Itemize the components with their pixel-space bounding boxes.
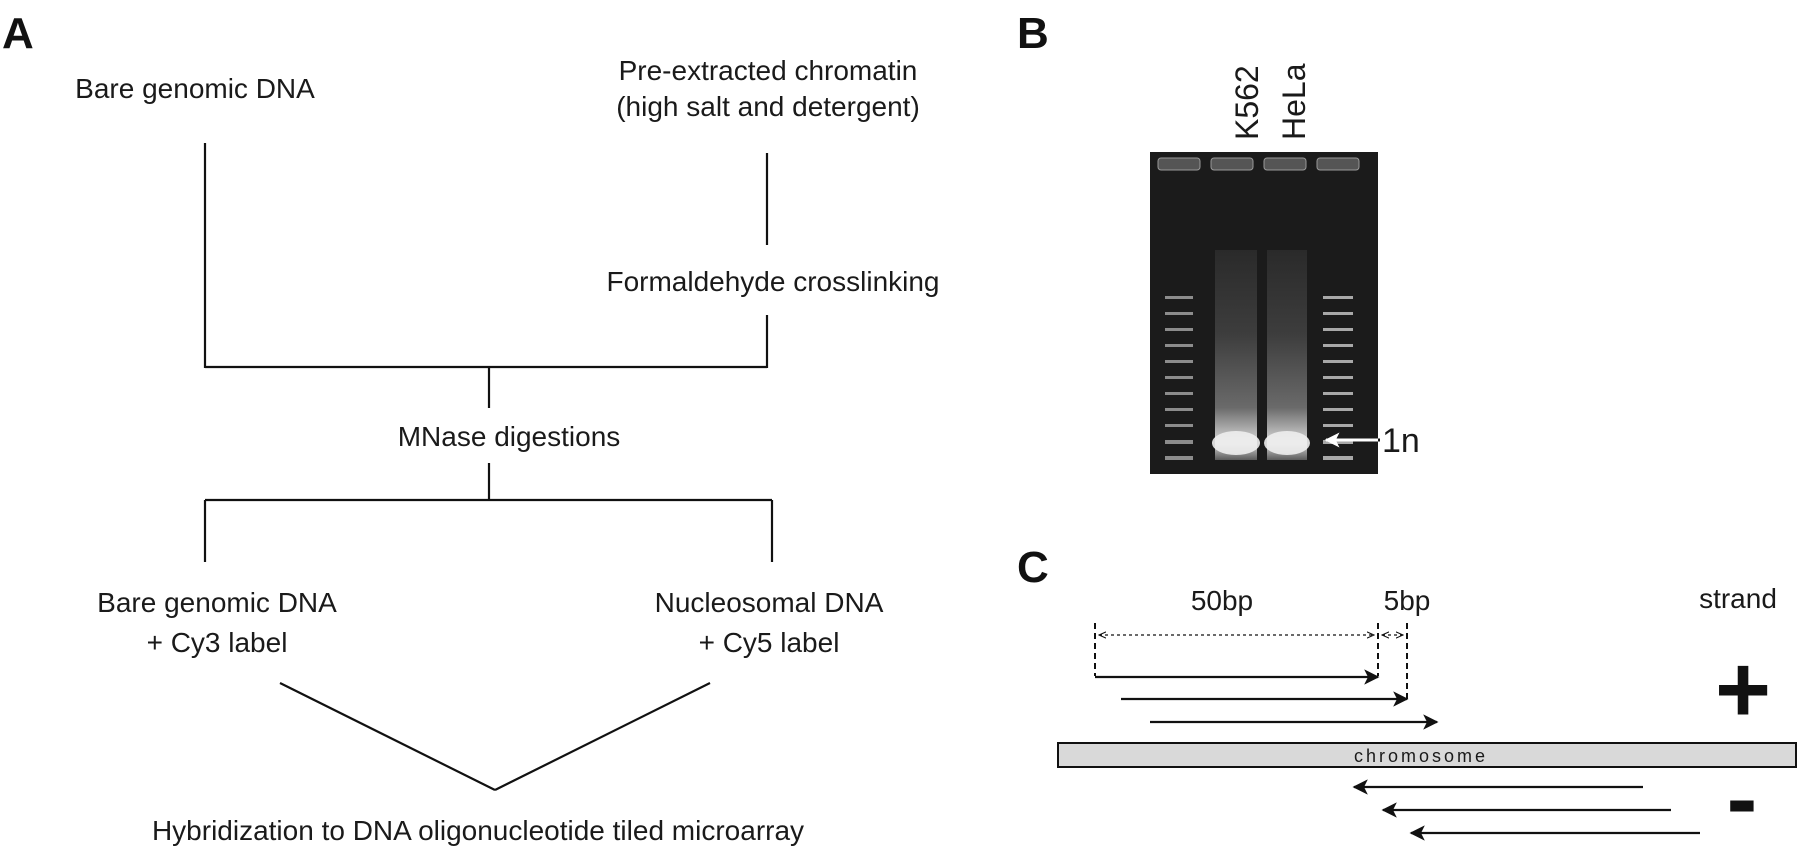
- chromosome-bar: [1057, 742, 1797, 768]
- plus-strand-sign: +: [1715, 636, 1771, 743]
- preextracted-chromatin-label: Pre-extracted chromatin: [619, 55, 918, 86]
- minus-strand-sign: -: [1727, 748, 1758, 850]
- bare-genomic-dna-label: Bare genomic DNA: [75, 73, 315, 104]
- panel-label-c: C: [1017, 543, 1049, 592]
- bare-genomic-cy3-label: Bare genomic DNA: [97, 587, 337, 618]
- hybridization-label: Hybridization to DNA oligonucleotide til…: [152, 815, 804, 846]
- panel-label-a: A: [2, 9, 34, 58]
- mnase-digestions-label: MNase digestions: [398, 421, 621, 452]
- cy5-label: + Cy5 label: [699, 627, 840, 658]
- agarose-gel-image: [1150, 152, 1378, 474]
- nucleosomal-dna-label: Nucleosomal DNA: [655, 587, 884, 618]
- label-5bp: 5bp: [1384, 585, 1431, 616]
- converge-left-line: [279, 682, 496, 791]
- cy3-label: + Cy3 label: [147, 627, 288, 658]
- strand-label: strand: [1699, 583, 1777, 614]
- lane-label-hela: HeLa: [1276, 63, 1312, 140]
- lane-label-k562: K562: [1229, 65, 1265, 140]
- label-50bp: 50bp: [1191, 585, 1253, 616]
- chromosome-label: chromosome: [1354, 746, 1488, 766]
- high-salt-detergent-label: (high salt and detergent): [616, 91, 920, 122]
- converge-right-line: [494, 682, 711, 791]
- panel-label-b: B: [1017, 9, 1049, 58]
- 1n-label: 1n: [1382, 422, 1420, 460]
- formaldehyde-crosslinking-label: Formaldehyde crosslinking: [606, 266, 939, 297]
